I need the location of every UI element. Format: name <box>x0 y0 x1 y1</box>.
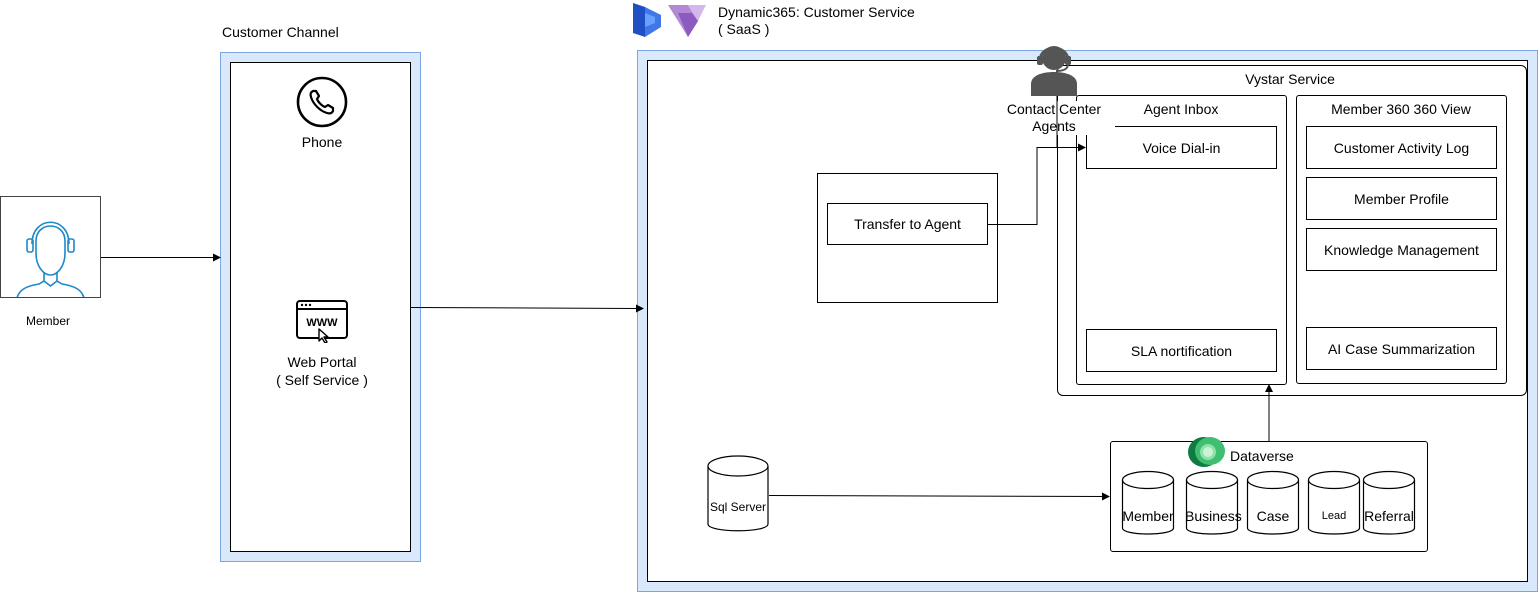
dynamics-title-line1: Dynamic365: Customer Service <box>718 4 915 20</box>
member-360-title: Member 360 360 View <box>1331 101 1471 117</box>
sql-server-label: Sql Server <box>709 500 767 514</box>
svg-text:WWW: WWW <box>306 317 338 329</box>
sql-server-cylinder <box>707 455 769 532</box>
customer-activity-log-item[interactable]: Customer Activity Log <box>1306 126 1497 169</box>
customer-channel-inner <box>230 62 411 552</box>
web-portal-line2: ( Self Service ) <box>276 372 368 388</box>
agent-inbox-title: Agent Inbox <box>1143 101 1219 117</box>
dynamics-title: Dynamic365: Customer Service ( SaaS ) <box>718 4 915 38</box>
dataverse-table-business: Business <box>1185 470 1242 538</box>
dataverse-table-label: Referral <box>1364 508 1414 524</box>
dataverse-table-lead: Lead <box>1307 470 1361 538</box>
dataverse-table-member: Member <box>1121 470 1175 538</box>
user-headset-icon <box>16 221 85 297</box>
contact-center-line1: Contact Center <box>1006 101 1102 117</box>
contact-center-label: Contact Center Agents <box>993 101 1115 135</box>
knowledge-management-item[interactable]: Knowledge Management <box>1306 228 1497 271</box>
dataverse-table-label: Business <box>1185 508 1242 524</box>
phone-icon <box>296 76 348 128</box>
table-cylinder-shape <box>1121 470 1175 535</box>
web-portal-label: Web Portal ( Self Service ) <box>262 353 382 389</box>
table-cylinder-shape <box>1307 470 1361 535</box>
dataverse-title: Dataverse <box>1230 448 1294 464</box>
web-portal-line1: Web Portal <box>287 354 357 370</box>
transfer-to-agent-button[interactable]: Transfer to Agent <box>827 203 988 245</box>
dataverse-logo-icon <box>1188 437 1225 467</box>
table-cylinder-shape <box>1185 470 1239 535</box>
web-browser-icon: WWW <box>296 300 348 343</box>
contact-center-line2: Agents <box>1032 118 1076 134</box>
member-label: Member <box>25 314 70 328</box>
power-platform-logo-icon <box>668 5 706 37</box>
member-profile-item[interactable]: Member Profile <box>1306 177 1497 220</box>
dataverse-table-referral: Referral <box>1362 470 1416 538</box>
member-box <box>0 196 101 298</box>
agent-headset-icon <box>1031 46 1077 96</box>
table-cylinder-shape <box>1362 470 1416 535</box>
dataverse-table-case: Case <box>1246 470 1300 538</box>
dataverse-table-label: Member <box>1122 508 1174 524</box>
sla-notification-item[interactable]: SLA nortification <box>1086 329 1277 372</box>
dataverse-table-label: Case <box>1256 508 1290 524</box>
dataverse-table-label: Lead <box>1321 510 1347 522</box>
voice-dialin-item[interactable]: Voice Dial-in <box>1086 126 1277 169</box>
customer-channel-title: Customer Channel <box>222 24 339 40</box>
table-cylinder-shape <box>1246 470 1300 535</box>
phone-label: Phone <box>301 134 343 150</box>
dynamics365-logo-icon <box>633 3 661 37</box>
dynamics-title-line2: ( SaaS ) <box>718 21 770 37</box>
ai-case-summarization-item[interactable]: AI Case Summarization <box>1306 327 1497 370</box>
channel-to-dynamics-arrow <box>410 304 644 313</box>
vystar-service-title: Vystar Service <box>1245 71 1335 87</box>
